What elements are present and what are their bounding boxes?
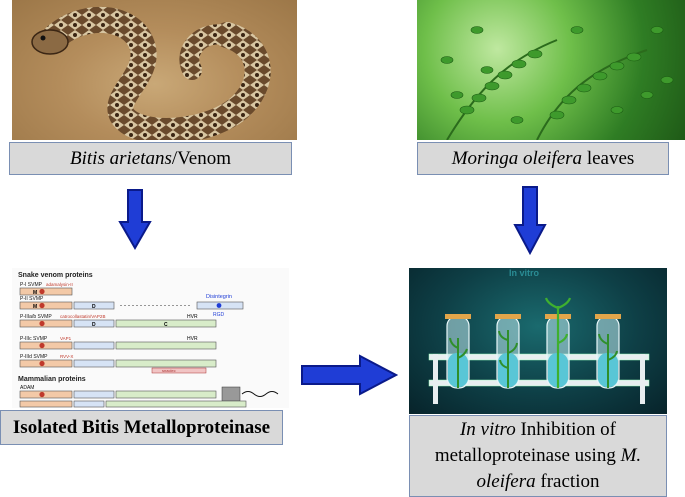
m-abbrev-italic: M. — [620, 445, 642, 466]
in-vitro-inhibition-caption: In vitro Inhibition of metalloproteinase… — [409, 415, 667, 497]
test-tube — [544, 297, 572, 389]
inhibition-of-text: Inhibition of — [515, 419, 617, 440]
heading-snake-venom: Snake venom proteins — [18, 272, 93, 279]
row-sub: catrocollastatin/VAP2B — [60, 314, 105, 319]
domain-m: M — [33, 290, 37, 296]
row-label: P-IIIc SVMP — [20, 336, 48, 342]
disintegrin-label: Disintegrin — [206, 294, 232, 300]
domain-m: M — [33, 304, 37, 310]
moringa-species-name: Moringa oleifera — [451, 147, 583, 169]
vitro-caption-line2: metalloproteinase using M. — [435, 443, 641, 469]
venom-label: /Venom — [171, 147, 231, 169]
row-label: P-I SVMP — [20, 282, 43, 288]
heading-mammalian: Mammalian proteins — [18, 376, 86, 383]
oleifera-italic: oleifera — [476, 471, 536, 492]
row-sub: VAP1 — [60, 336, 72, 341]
domain-d: D — [92, 304, 96, 310]
test-tube — [495, 314, 521, 389]
row-sub: RVV-X — [60, 354, 73, 359]
row-label: ADAM — [20, 385, 34, 391]
snake-illustration — [31, 7, 271, 140]
row-sub: adamalysin-II — [46, 282, 73, 287]
domain-diagram-svg: Snake venom proteins P-I SVMP adamalysin… — [18, 272, 279, 408]
arrow-down-left — [118, 189, 152, 250]
isolated-metalloproteinase-caption: Isolated Bitis Metalloproteinase — [0, 410, 283, 445]
metalloproteinase-using-text: metalloproteinase using — [434, 445, 621, 466]
test-tubes-illustration: In vitro — [428, 268, 650, 404]
vitro-caption-line3: oleifera fraction — [477, 469, 600, 495]
hvr-label: HVR — [187, 314, 198, 320]
test-tube — [445, 314, 471, 389]
in-vitro-italic: In vitro — [459, 419, 516, 440]
moringa-leaves-image — [417, 0, 685, 140]
rgd-label: RGD — [213, 312, 225, 318]
domain-c: C — [164, 322, 168, 328]
isolated-metalloproteinase-text: Isolated Bitis Metalloproteinase — [12, 416, 271, 438]
leaves-label: leaves — [582, 147, 635, 169]
test-tube — [595, 314, 621, 389]
domain-d: D — [92, 322, 96, 328]
hvr-label: HVR — [187, 336, 198, 342]
snake-venom-caption: Bitis arietans/Venom — [9, 142, 292, 175]
in-vitro-title: In vitro — [509, 268, 540, 278]
fraction-text: fraction — [535, 471, 600, 492]
vitro-caption-line1: In vitro Inhibition of — [460, 417, 616, 443]
arrow-right — [301, 354, 398, 396]
row-label: P-IIIa/b SVMP — [20, 314, 52, 320]
snake-species-name: Bitis arietans — [70, 147, 172, 169]
arrow-down-right — [513, 186, 547, 255]
row-label: P-IIId SVMP — [20, 354, 48, 360]
bitis-arietans-snake-image — [12, 0, 297, 140]
row-label: P-II SVMP — [20, 296, 44, 302]
metalloproteinase-domain-diagram: Snake venom proteins P-I SVMP adamalysin… — [12, 268, 289, 408]
moringa-caption: Moringa oleifera leaves — [417, 142, 669, 175]
in-vitro-test-tubes-image: In vitro — [409, 268, 667, 414]
moringa-illustration — [440, 26, 674, 140]
snaclec-label: snaclec — [162, 368, 176, 373]
